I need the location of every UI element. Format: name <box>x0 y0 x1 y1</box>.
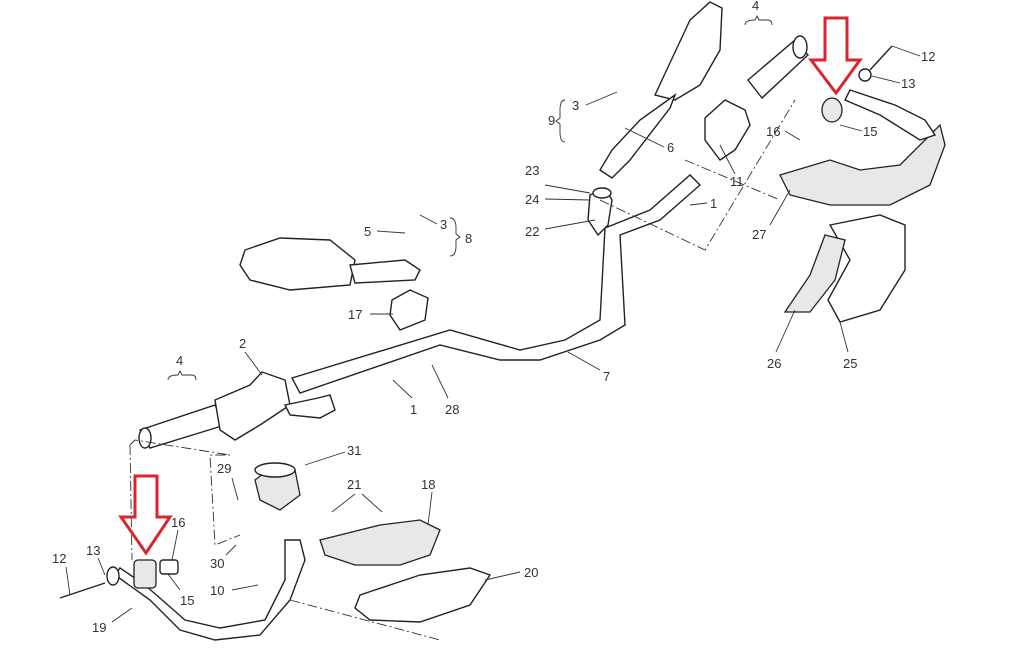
left-deflector <box>354 567 492 623</box>
part-label: 24 <box>525 192 539 207</box>
part-label: 31 <box>347 443 361 458</box>
part-label: 11 <box>730 174 744 189</box>
part-label: 18 <box>421 477 435 492</box>
part-label: 20 <box>524 565 538 580</box>
part-label: 8 <box>465 231 472 246</box>
left-grip <box>138 404 226 449</box>
part-label: 25 <box>843 356 857 371</box>
part-label: 17 <box>348 307 362 322</box>
left-mirror <box>239 237 356 291</box>
highlight-arrow-right <box>807 16 863 96</box>
right-deflector <box>827 214 906 323</box>
left-handguard <box>114 539 306 641</box>
part-label: 12 <box>52 551 66 566</box>
part-label: 23 <box>525 163 539 178</box>
part-label: 1 <box>410 402 417 417</box>
part-label: 19 <box>92 620 106 635</box>
part-label: 3 <box>572 98 579 113</box>
right-grip <box>747 39 809 100</box>
part-label: 13 <box>86 543 100 558</box>
part-label: 22 <box>525 224 539 239</box>
left-switch <box>214 371 291 441</box>
part-label: 15 <box>180 593 194 608</box>
highlight-arrow-left <box>118 474 173 556</box>
part-label: 27 <box>752 227 766 242</box>
part-label: 6 <box>667 140 674 155</box>
part-label: 16 <box>766 124 780 139</box>
part-label: 12 <box>921 49 935 64</box>
part-label: 26 <box>767 356 781 371</box>
part-label: 30 <box>210 556 224 571</box>
part-label: 1 <box>710 196 717 211</box>
part-label: 21 <box>347 477 361 492</box>
part-label: 10 <box>210 583 224 598</box>
right-mirror <box>654 1 723 101</box>
part-label: 13 <box>901 76 915 91</box>
part-label: 7 <box>603 369 610 384</box>
handlebar <box>290 174 702 394</box>
part-label: 4 <box>176 353 183 368</box>
part-label: 15 <box>863 124 877 139</box>
part-label: 3 <box>440 217 447 232</box>
part-label: 9 <box>548 113 555 128</box>
part-label: 16 <box>171 515 185 530</box>
part-label: 2 <box>239 336 246 351</box>
part-label: 4 <box>752 0 759 13</box>
part-label: 28 <box>445 402 459 417</box>
right-switch <box>704 99 751 161</box>
right-handguard <box>779 123 946 206</box>
part-label: 5 <box>364 224 371 239</box>
part-label: 29 <box>217 461 231 476</box>
